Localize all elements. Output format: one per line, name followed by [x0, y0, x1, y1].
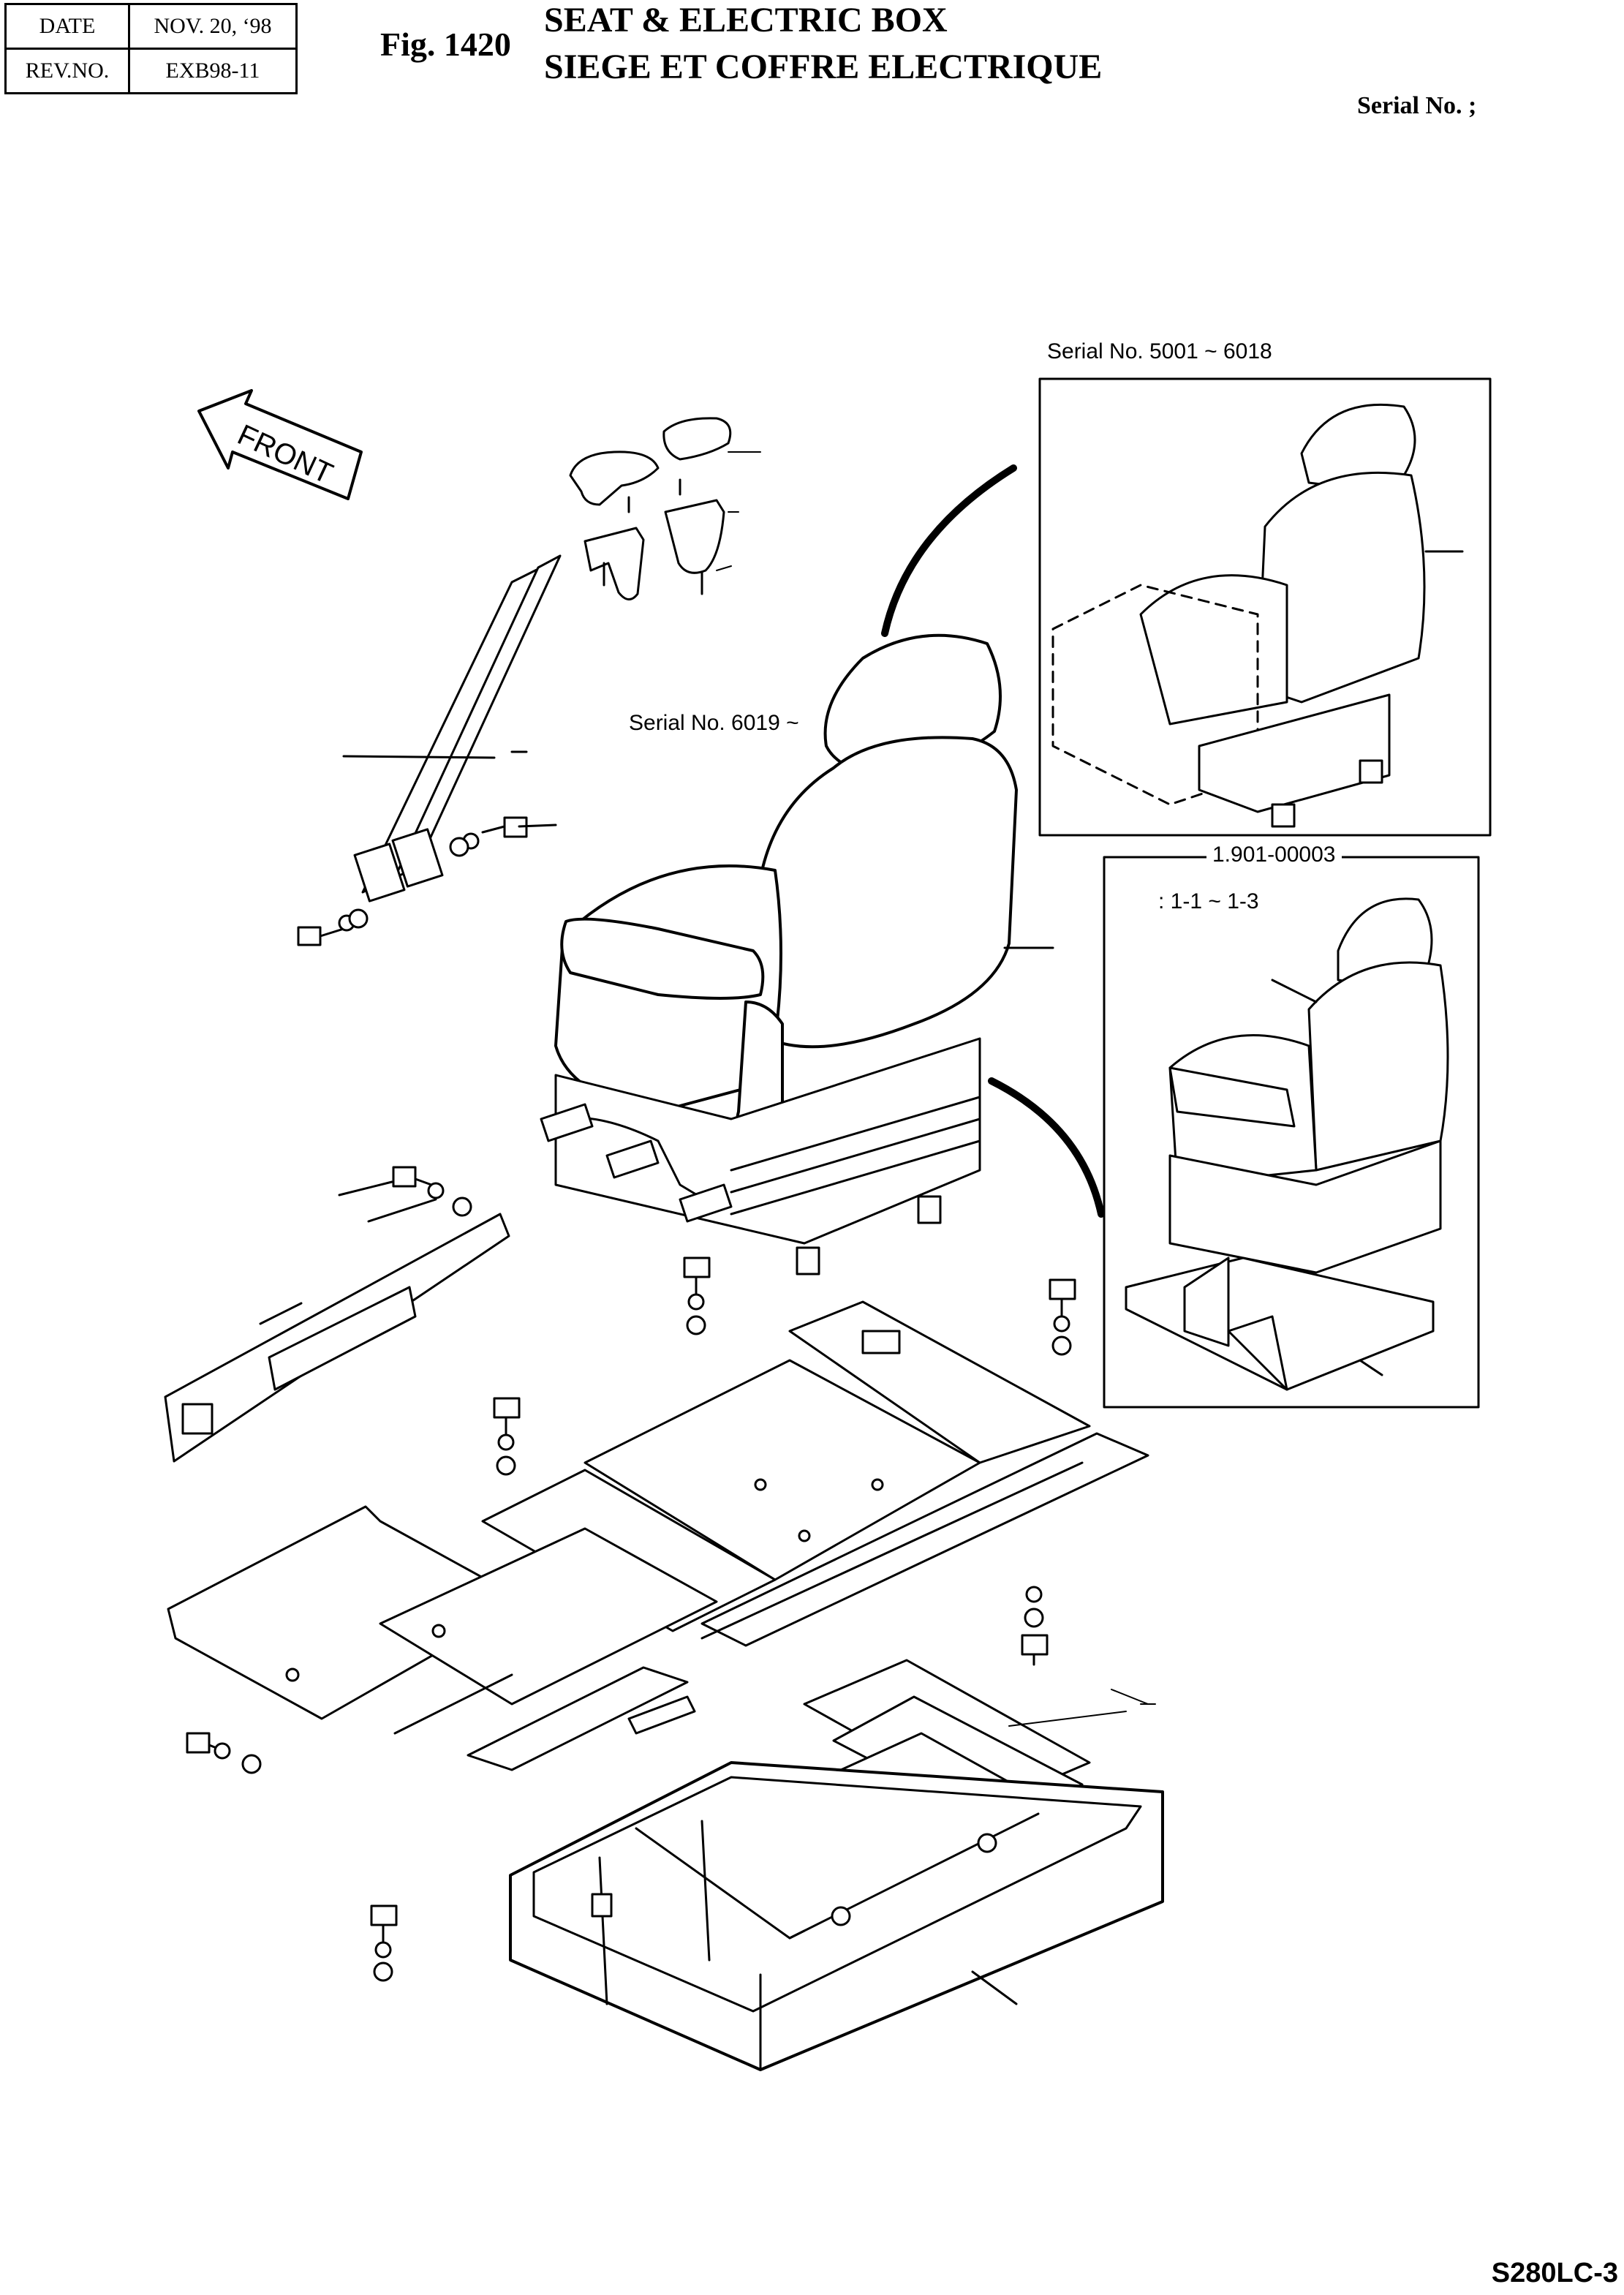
title-english: SEAT & ELECTRIC BOX: [544, 1, 948, 39]
serial-number-header: Serial No. ;: [1357, 92, 1477, 119]
inset-old-seat: [1040, 379, 1490, 835]
title-french: SIEGE ET COFFRE ELECTRIQUE: [544, 48, 1103, 86]
rev-label: REV.NO.: [4, 48, 130, 94]
part-number-label: 1.901-00003: [1206, 843, 1342, 867]
center-bolts: [494, 1258, 1075, 1474]
part-range-label: : 1-1 ~ 1-3: [1158, 889, 1259, 914]
date-label: DATE: [4, 3, 130, 50]
armrest-covers: [570, 418, 730, 600]
floor-plates: [483, 1302, 1148, 1646]
rev-value: EXB98-11: [128, 48, 298, 94]
leader-lines: [717, 452, 1155, 1726]
main-seat: [541, 636, 1053, 1274]
electric-box: [510, 1763, 1163, 2070]
serial-old-label: Serial No. 5001 ~ 6018: [1047, 339, 1272, 364]
inset-new-seat: [1104, 857, 1478, 1407]
figure-number: Fig. 1420: [380, 26, 511, 63]
callout-arcs: [885, 468, 1101, 1214]
left-side-plate: [165, 1214, 509, 1461]
model-code: S280LC-3: [1491, 2258, 1618, 2288]
left-mount-plates: [168, 1507, 717, 1770]
side-plate-bolts: [339, 1167, 471, 1221]
date-value: NOV. 20, ‘98: [128, 3, 298, 50]
revision-table: DATE NOV. 20, ‘98 REV.NO. EXB98-11: [4, 3, 298, 94]
serial-new-label: Serial No. 6019 ~: [629, 711, 799, 736]
front-arrow: FRONT: [199, 391, 361, 499]
rail-bolts: [298, 818, 556, 945]
lower-left-bolts: [187, 1587, 1047, 1981]
seat-rails: [344, 556, 560, 901]
